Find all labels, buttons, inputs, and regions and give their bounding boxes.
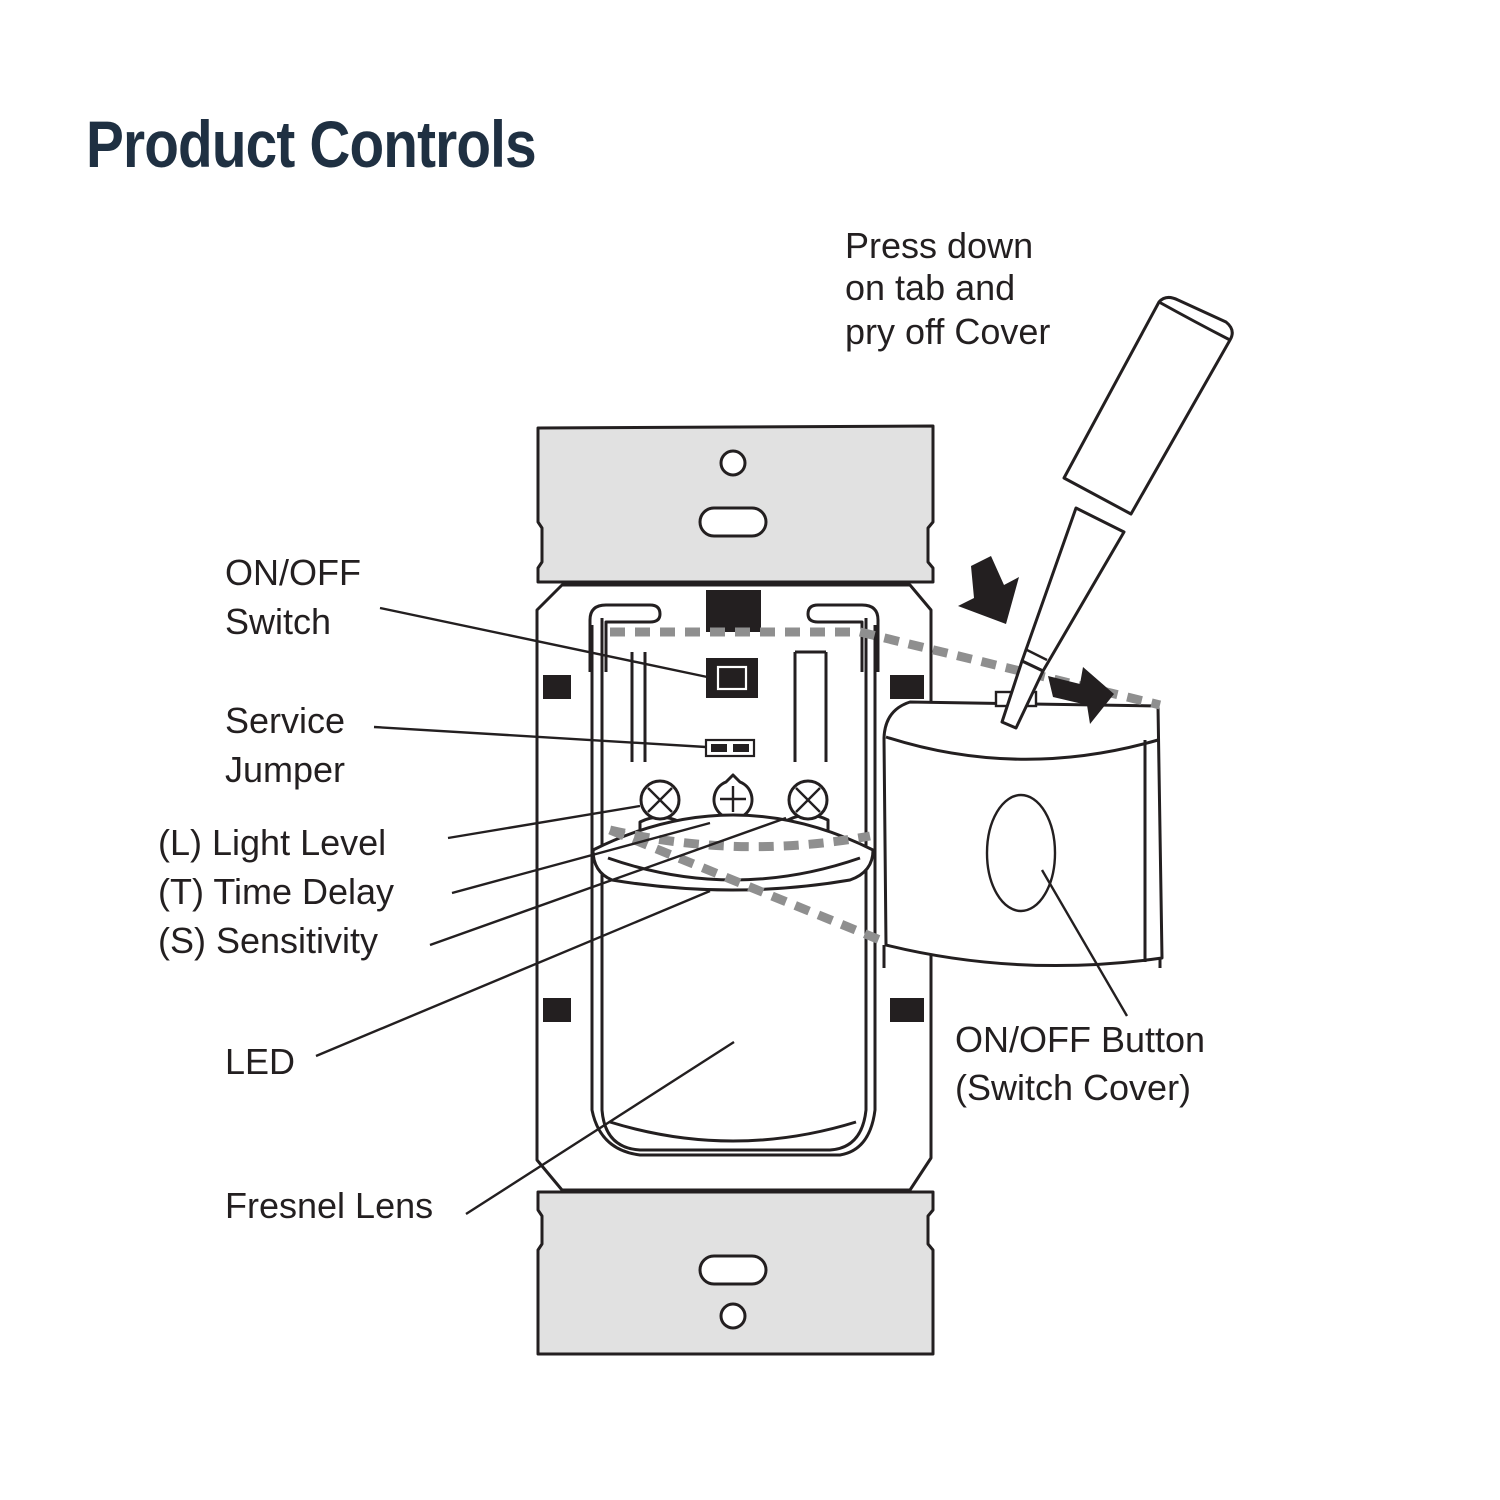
device-body <box>535 583 933 1192</box>
cover-position-outline <box>608 627 1162 945</box>
mounting-strap <box>536 424 935 1356</box>
light-level-label: (L) Light Level <box>158 822 386 863</box>
side-tab <box>890 998 924 1022</box>
pry-off-arrow <box>1048 667 1114 724</box>
callout-labels: Press down on tab and pry off Cover ON/O… <box>158 225 1205 1226</box>
onoff-button-cover[interactable] <box>882 690 1164 968</box>
fresnel-lens <box>600 900 868 1152</box>
cover-button-oval[interactable] <box>985 793 1057 913</box>
time-delay-label: (T) Time Delay <box>158 871 394 912</box>
clip-left <box>588 603 662 672</box>
page-title: Product Controls <box>86 107 537 181</box>
service-jumper-label: Jumper <box>225 749 345 790</box>
side-tab <box>890 675 924 699</box>
clip-right <box>806 603 880 672</box>
side-tab <box>543 998 571 1022</box>
led-label: LED <box>225 1041 295 1082</box>
onoff-switch-label: ON/OFF <box>225 552 361 593</box>
onoff-button-label: ON/OFF Button <box>955 1019 1205 1060</box>
fresnel-lens-label: Fresnel Lens <box>225 1185 433 1226</box>
press-instruction-line: pry off Cover <box>845 311 1050 352</box>
mounting-hole-bottom <box>719 1302 747 1330</box>
mounting-hole-top <box>719 449 747 477</box>
screwdriver <box>1000 295 1234 730</box>
sensitivity-label: (S) Sensitivity <box>158 920 378 961</box>
leader-lines <box>315 606 1129 1216</box>
mounting-slot-top <box>698 506 768 538</box>
onoff-button-label: (Switch Cover) <box>955 1067 1191 1108</box>
press-instruction-line: Press down <box>845 225 1033 266</box>
side-tab <box>543 675 571 699</box>
press-down-arrow <box>958 556 1019 624</box>
service-jumper-label: Service <box>225 700 345 741</box>
press-instruction-line: on tab and <box>845 267 1015 308</box>
onoff-switch-label: Switch <box>225 601 331 642</box>
mounting-slot-bottom <box>698 1254 768 1286</box>
top-connector <box>706 590 761 632</box>
onoff-switch[interactable] <box>706 658 758 698</box>
